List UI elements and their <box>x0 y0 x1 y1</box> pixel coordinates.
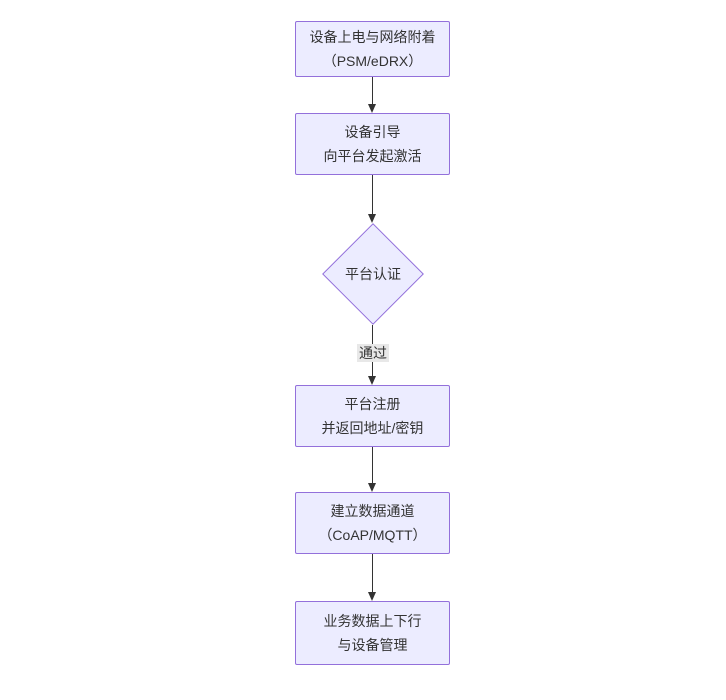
node-data-channel: 建立数据通道 （CoAP/MQTT） <box>295 492 450 554</box>
arrow-line-1 <box>372 77 373 105</box>
node-label-line: 平台认证 <box>345 266 401 282</box>
node-device-bootstrap: 设备引导 向平台发起激活 <box>295 113 450 175</box>
arrow-head-icon <box>368 376 376 385</box>
arrow-line-2 <box>372 175 373 215</box>
node-power-network-attach: 设备上电与网络附着 （PSM/eDRX） <box>295 21 450 77</box>
node-platform-register: 平台注册 并返回地址/密钥 <box>295 385 450 447</box>
node-label-line: 设备引导 <box>344 124 401 140</box>
arrow-head-icon <box>368 592 376 601</box>
arrow-line-5 <box>372 554 373 593</box>
node-label-line: 向平台发起激活 <box>323 148 422 164</box>
node-label-line: （PSM/eDRX） <box>322 53 423 69</box>
node-label-line: 平台注册 <box>344 396 401 412</box>
node-label-line: 设备上电与网络附着 <box>309 29 436 45</box>
arrow-head-icon <box>368 483 376 492</box>
node-label-line: 与设备管理 <box>337 637 408 653</box>
node-label-line: 业务数据上下行 <box>323 613 422 629</box>
node-label-line: （CoAP/MQTT） <box>318 527 427 543</box>
node-label-line: 并返回地址/密钥 <box>321 420 424 436</box>
decision-platform-auth: 平台认证 <box>322 223 424 325</box>
node-business-data-mgmt: 业务数据上下行 与设备管理 <box>295 601 450 665</box>
node-label-line: 建立数据通道 <box>330 503 415 519</box>
arrow-head-icon <box>368 214 376 223</box>
arrow-head-icon <box>368 104 376 113</box>
edge-label-pass: 通过 <box>357 344 389 362</box>
arrow-line-4 <box>372 447 373 484</box>
